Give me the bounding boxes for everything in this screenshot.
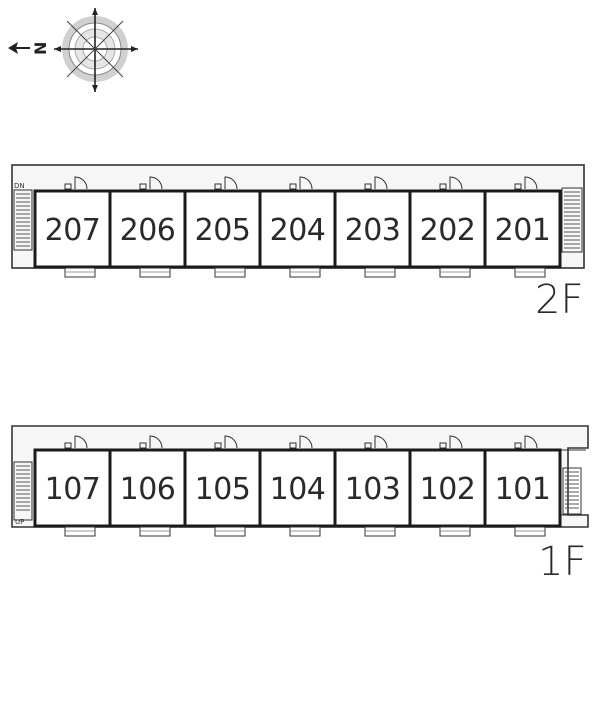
balcony — [364, 526, 396, 537]
unit-room — [333, 189, 412, 269]
unit-204: 204 — [258, 176, 337, 278]
stair-direction-label: DN — [14, 182, 25, 190]
unit-number-label: 101 — [495, 472, 551, 507]
balcony — [139, 526, 171, 537]
door-icon — [439, 435, 463, 449]
unit-104: 104 — [258, 435, 337, 537]
door-icon — [214, 176, 238, 190]
floor-1f-plan: UP 107 106 105 104 103 102 101 1F — [11, 425, 589, 585]
unit-103: 103 — [333, 435, 412, 537]
door-icon — [139, 176, 163, 190]
door-icon — [64, 176, 88, 190]
compass-rose-icon — [54, 8, 138, 92]
balcony — [439, 526, 471, 537]
unit-number-label: 203 — [345, 213, 401, 248]
unit-number-label: 207 — [45, 213, 101, 248]
unit-room — [183, 189, 262, 269]
unit-room — [108, 448, 187, 528]
stair-left-icon — [13, 461, 33, 521]
balcony — [64, 267, 96, 278]
unit-206: 206 — [108, 176, 187, 278]
unit-room — [483, 189, 562, 269]
stair-left-icon — [13, 189, 33, 251]
door-icon — [139, 435, 163, 449]
unit-room — [408, 189, 487, 269]
unit-number-label: 102 — [420, 472, 476, 507]
unit-202: 202 — [408, 176, 487, 278]
balcony — [214, 267, 246, 278]
unit-number-label: 103 — [345, 472, 401, 507]
unit-106: 106 — [108, 435, 187, 537]
unit-number-label: 204 — [270, 213, 326, 248]
unit-row-1f: 107 106 105 104 103 102 101 — [33, 435, 562, 537]
entrance-notch — [560, 449, 586, 516]
unit-number-label: 105 — [195, 472, 251, 507]
north-arrow-icon — [8, 42, 30, 54]
unit-105: 105 — [183, 435, 262, 537]
balcony — [139, 267, 171, 278]
door-icon — [514, 176, 538, 190]
balcony — [289, 267, 321, 278]
unit-number-label: 205 — [195, 213, 251, 248]
door-icon — [64, 435, 88, 449]
door-icon — [289, 435, 313, 449]
balcony — [64, 526, 96, 537]
stair-right-icon — [561, 187, 583, 253]
stair-right-icon — [562, 467, 582, 515]
compass-group: N — [8, 8, 138, 92]
unit-201: 201 — [483, 176, 562, 278]
floor-label: 2F — [535, 277, 583, 323]
door-icon — [439, 176, 463, 190]
unit-row-2f: 207 206 205 204 203 202 201 — [33, 176, 562, 278]
door-icon — [514, 435, 538, 449]
stair-direction-label: UP — [15, 518, 24, 526]
door-icon — [364, 435, 388, 449]
unit-number-label: 206 — [120, 213, 176, 248]
door-icon — [289, 176, 313, 190]
balcony — [439, 267, 471, 278]
door-icon — [364, 176, 388, 190]
balcony — [364, 267, 396, 278]
unit-room — [483, 448, 562, 528]
unit-101: 101 — [483, 435, 562, 537]
balcony — [514, 267, 546, 278]
unit-number-label: 107 — [45, 472, 101, 507]
unit-number-label: 202 — [420, 213, 476, 248]
unit-room — [333, 448, 412, 528]
unit-107: 107 — [33, 435, 112, 537]
unit-205: 205 — [183, 176, 262, 278]
balcony — [289, 526, 321, 537]
floor-label: 1F — [538, 539, 586, 585]
floor-2f-plan: DN 207 206 205 204 203 202 201 2F — [11, 164, 585, 323]
unit-207: 207 — [33, 176, 112, 278]
unit-number-label: 106 — [120, 472, 176, 507]
unit-number-label: 104 — [270, 472, 326, 507]
balcony — [514, 526, 546, 537]
unit-203: 203 — [333, 176, 412, 278]
balcony — [214, 526, 246, 537]
unit-number-label: 201 — [495, 213, 551, 248]
unit-102: 102 — [408, 435, 487, 537]
door-icon — [214, 435, 238, 449]
north-label: N — [31, 42, 50, 55]
